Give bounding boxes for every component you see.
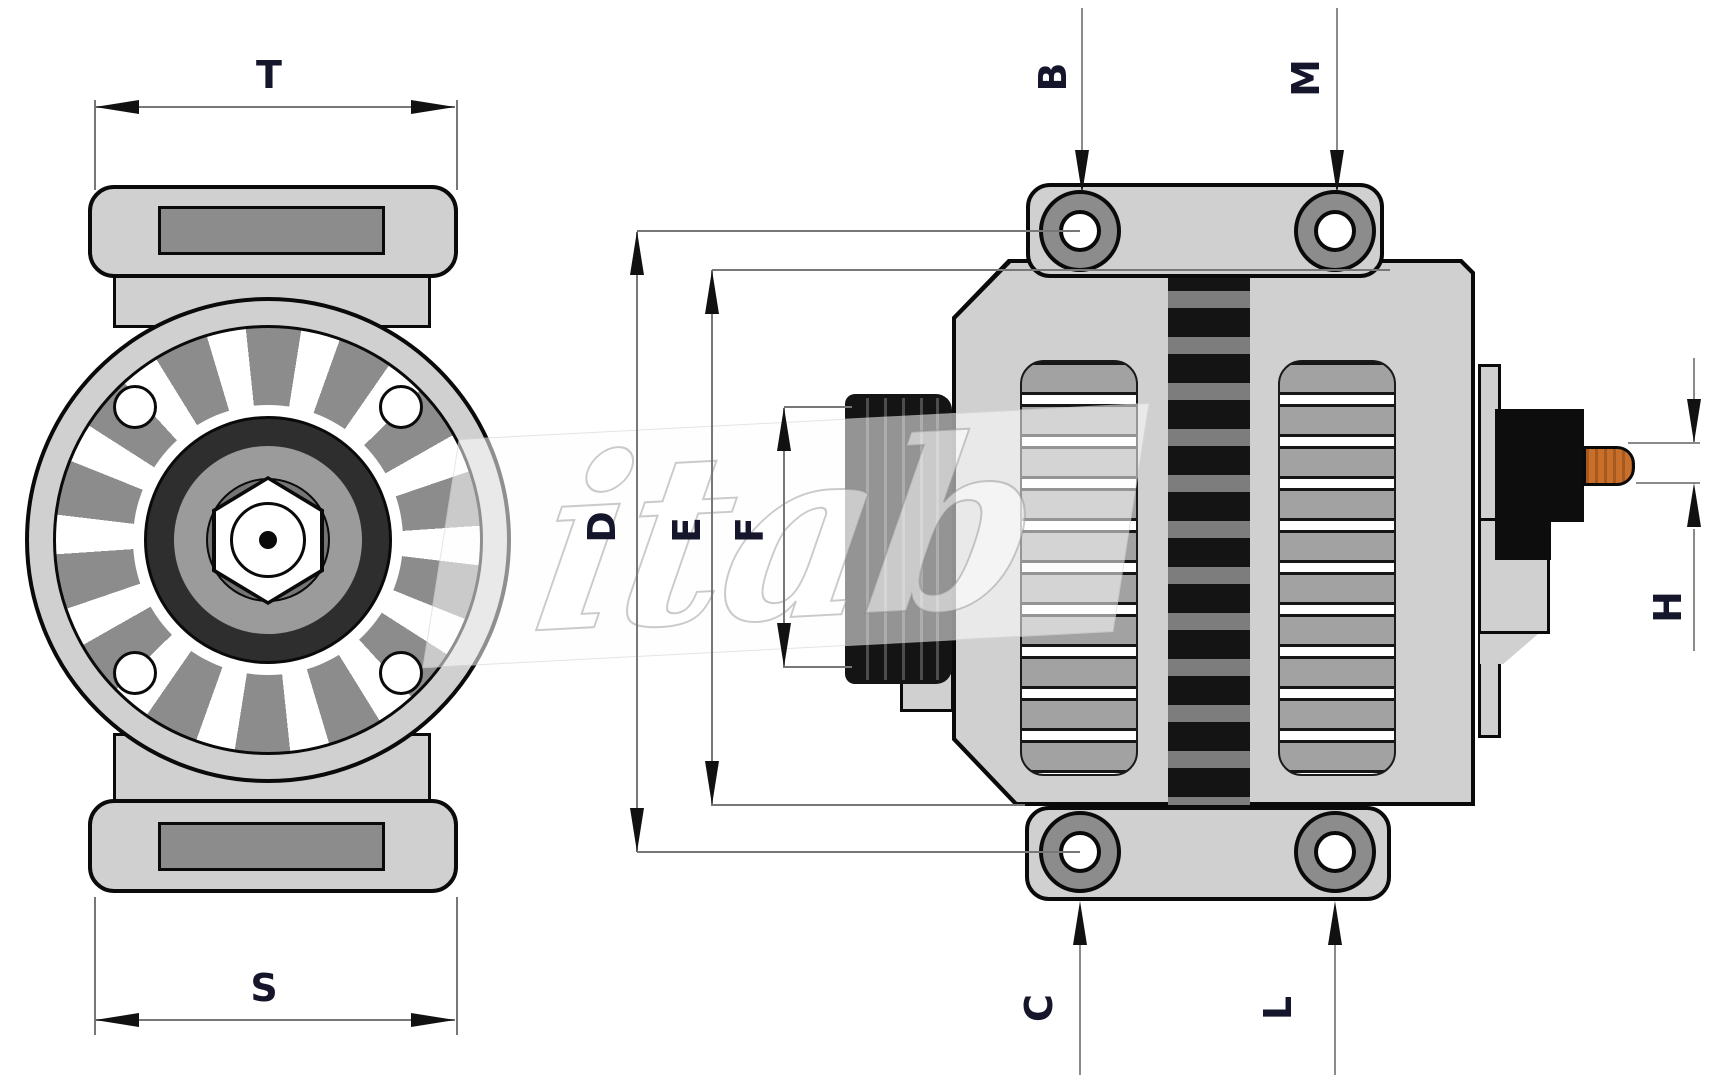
dim-F-ext-bottom <box>784 666 852 668</box>
dim-S-arrow-left <box>95 1013 139 1027</box>
dim-E-ext-top <box>712 269 1390 271</box>
dim-H-ext-bottom <box>1636 482 1700 484</box>
dim-E-ext-bottom <box>712 804 1025 806</box>
dim-S-ext-right <box>456 897 458 1035</box>
cooling-fin-coil-right <box>1278 360 1396 776</box>
terminal-block <box>1495 409 1584 522</box>
dim-label-S: S <box>250 966 278 1010</box>
dim-D-ext-bottom <box>637 851 1080 853</box>
stator-stack <box>1168 262 1250 805</box>
dim-H-arrow-top <box>1687 399 1701 443</box>
leader-B-arrow <box>1075 150 1089 194</box>
dim-S-arrow-right <box>411 1013 455 1027</box>
leader-C-line <box>1079 945 1081 1075</box>
dim-F-arrow-bottom <box>777 623 791 667</box>
dim-D-ext-top <box>637 230 1080 232</box>
leader-L-line <box>1334 945 1336 1075</box>
dim-H-arrow-bottom <box>1687 483 1701 527</box>
front-top-mount-slot <box>158 206 385 255</box>
dim-label-C: C <box>1017 994 1061 1022</box>
dim-label-M: M <box>1284 59 1328 97</box>
dim-T-arrow-left <box>95 100 139 114</box>
top-bushing-right-hole <box>1314 210 1356 252</box>
dim-T-ext-left <box>94 100 96 190</box>
dim-D-arrow-bottom <box>630 808 644 852</box>
dim-T-ext-right <box>456 100 458 190</box>
bottom-bushing-right-hole <box>1314 831 1356 873</box>
dim-label-D: D <box>580 511 624 543</box>
rivet-hole-top-left <box>113 385 157 429</box>
dim-F-arrow-top <box>777 407 791 451</box>
dim-label-B: B <box>1031 62 1075 92</box>
shaft-center-dot <box>259 531 277 549</box>
dim-T-line <box>95 106 455 108</box>
leader-L-arrow <box>1328 901 1342 945</box>
dim-D-arrow-top <box>630 231 644 275</box>
dim-S-line <box>95 1019 455 1021</box>
dim-label-E: E <box>665 517 709 543</box>
leader-B-line <box>1081 8 1083 150</box>
dim-E-line <box>711 270 713 806</box>
dim-label-L: L <box>1256 995 1300 1021</box>
dim-F-ext-top <box>784 406 852 408</box>
dim-D-line <box>636 232 638 852</box>
dim-T-arrow-right <box>411 100 455 114</box>
front-bottom-mount-slot <box>158 822 385 871</box>
leader-M-arrow <box>1330 150 1344 194</box>
terminal-stud <box>1583 446 1635 486</box>
rear-block-chamfer <box>1480 634 1538 664</box>
dim-label-F: F <box>728 517 772 543</box>
terminal-block-lower <box>1495 520 1551 560</box>
dim-F-line <box>783 408 785 668</box>
dim-label-T: T <box>256 53 282 97</box>
leader-M-line <box>1336 8 1338 150</box>
rivet-hole-bottom-right <box>379 651 423 695</box>
rivet-hole-bottom-left <box>113 651 157 695</box>
dim-label-H: H <box>1646 591 1690 623</box>
rivet-hole-top-right <box>379 385 423 429</box>
dim-H-line-lower <box>1693 529 1695 651</box>
leader-C-arrow <box>1073 901 1087 945</box>
dim-E-arrow-bottom <box>705 761 719 805</box>
dim-E-arrow-top <box>705 270 719 314</box>
dim-S-ext-left <box>94 897 96 1035</box>
dim-H-ext-top <box>1628 442 1700 444</box>
